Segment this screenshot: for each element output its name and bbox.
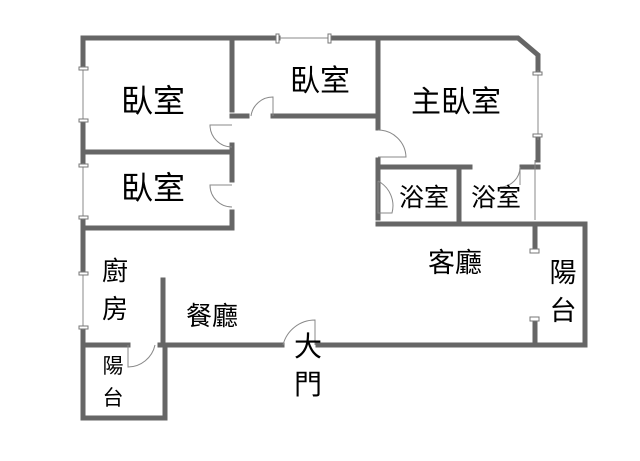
label-bedroom-1: 臥室	[121, 82, 185, 120]
label-master-bedroom: 主臥室	[411, 85, 501, 120]
label-dining-room: 餐廳	[186, 302, 238, 332]
label-bathroom-2: 浴室	[471, 183, 521, 212]
label-balcony-right-1: 陽	[550, 258, 577, 289]
room-labels: 臥室 臥室 主臥室 臥室 浴室 浴室 客廳 陽 台 廚 房 餐廳 陽 台 大 門	[102, 64, 577, 410]
windows	[78, 33, 543, 330]
label-kitchen-2: 房	[102, 295, 128, 325]
walls	[80, 35, 588, 421]
label-bedroom-2: 臥室	[290, 64, 350, 99]
label-living-room: 客廳	[428, 248, 482, 279]
label-main-door-1: 大	[294, 330, 322, 363]
label-kitchen-1: 廚	[102, 257, 128, 287]
label-bathroom-1: 浴室	[399, 183, 449, 212]
doors	[127, 96, 521, 368]
label-main-door-2: 門	[294, 368, 322, 401]
label-balcony-right-2: 台	[550, 296, 577, 327]
label-balcony-small-1: 陽	[103, 354, 124, 378]
label-balcony-small-2: 台	[103, 386, 124, 410]
label-bedroom-3: 臥室	[121, 169, 185, 207]
